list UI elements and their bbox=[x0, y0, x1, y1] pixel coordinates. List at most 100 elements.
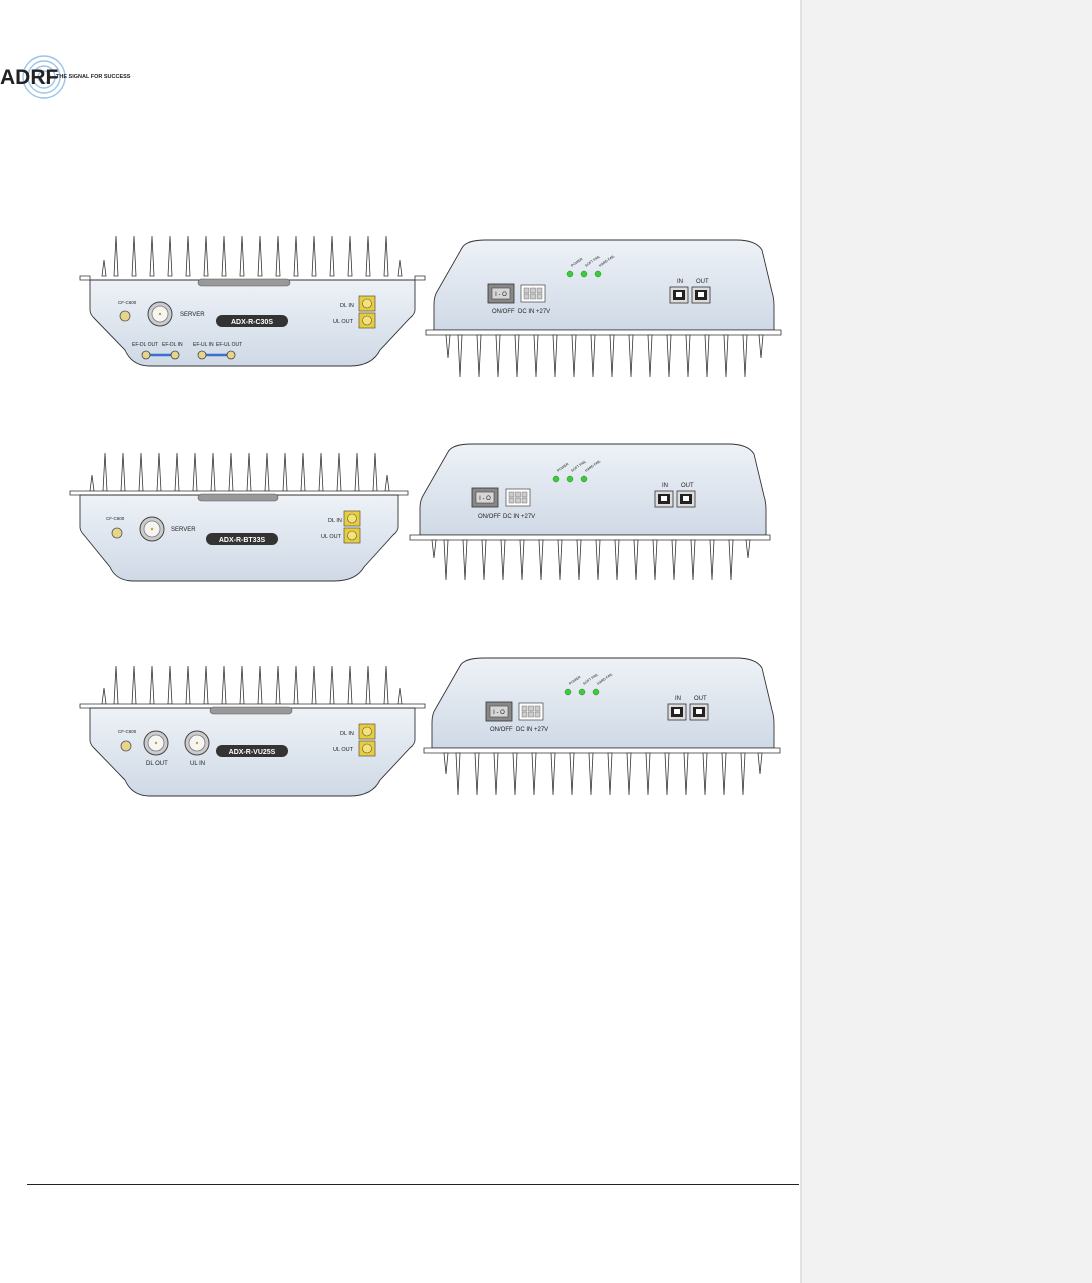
model-label: ADX-R-C30S bbox=[231, 319, 273, 326]
mount-flange bbox=[425, 329, 782, 336]
cf-label: CF-C600 bbox=[106, 516, 125, 521]
comment-pane bbox=[800, 0, 1092, 1283]
rj45-in-port-icon bbox=[654, 490, 674, 508]
rj45-out-label: OUT bbox=[694, 696, 707, 702]
heatsink-fins bbox=[101, 235, 403, 277]
rj45-out-label: OUT bbox=[696, 279, 709, 285]
ul-out-label: UL OUT bbox=[333, 319, 354, 325]
jumper-label-3: EF-UL IN bbox=[193, 342, 214, 348]
footer-divider bbox=[27, 1184, 799, 1185]
model-badge bbox=[216, 745, 288, 757]
device-1-back-view: I - O ON/OFF DC IN +27V POWER SOFT FAIL … bbox=[425, 239, 782, 378]
device-1-front-view: CF-C600 SERVER ADX-R-C30S DL IN UL OUT E… bbox=[79, 235, 426, 367]
mount-flange bbox=[69, 490, 409, 496]
dc-label: DC IN +27V bbox=[516, 727, 548, 733]
logo-tagline: THE SIGNAL FOR SUCCESS bbox=[56, 74, 131, 80]
ul-out-label: UL OUT bbox=[321, 534, 342, 540]
soft-fail-led-icon bbox=[580, 270, 588, 278]
sma-dl-in-port-icon bbox=[358, 723, 376, 740]
rj45-in-label: IN bbox=[675, 696, 681, 702]
rj45-out-label: OUT bbox=[681, 483, 694, 489]
hard-fail-led-icon bbox=[580, 475, 588, 483]
jumper-label-4: EF-UL OUT bbox=[216, 342, 242, 348]
svg-text:I - O: I - O bbox=[493, 710, 505, 716]
server-label: SERVER bbox=[171, 527, 196, 533]
rj45-in-label: IN bbox=[662, 483, 668, 489]
model-label: ADX-R-VU25S bbox=[229, 749, 276, 756]
rj45-out-port-icon bbox=[691, 286, 711, 304]
device-3-front-view: CF-C600 DL OUT UL IN ADX-R-VU25S DL IN U… bbox=[79, 665, 426, 797]
dl-in-label: DL IN bbox=[328, 518, 342, 524]
device-body bbox=[419, 443, 767, 536]
rj45-in-port-icon bbox=[669, 286, 689, 304]
dc-connector-icon bbox=[520, 284, 546, 303]
dl-jumper-cable-icon bbox=[141, 350, 180, 360]
heatsink-fins bbox=[89, 452, 390, 492]
heatsink-fins bbox=[445, 334, 764, 378]
heatsink-fins bbox=[101, 665, 403, 705]
power-switch-icon: I - O bbox=[485, 701, 513, 722]
test-port-icon bbox=[120, 740, 132, 752]
document-page: ADRF THE SIGNAL FOR SUCCESS CF-C600 SERV… bbox=[0, 55, 799, 1185]
sma-dl-in-port-icon bbox=[343, 510, 361, 527]
handle-bar bbox=[197, 278, 291, 287]
rj45-in-port-icon bbox=[667, 703, 687, 721]
device-2-front-view: CF-C600 SERVER ADX-R-BT33S DL IN UL OUT bbox=[69, 452, 409, 582]
power-led-icon bbox=[566, 270, 574, 278]
power-led-icon bbox=[564, 688, 572, 696]
led-label-power: POWER bbox=[556, 462, 570, 473]
soft-fail-led-icon bbox=[578, 688, 586, 696]
rj45-in-label: IN bbox=[677, 279, 683, 285]
test-port-icon bbox=[111, 527, 123, 539]
sma-ul-out-port-icon bbox=[343, 527, 361, 544]
ul-jumper-cable-icon bbox=[197, 350, 236, 360]
server-label: SERVER bbox=[180, 312, 205, 318]
logo-signal-rings-icon bbox=[22, 55, 66, 99]
dl-in-label: DL IN bbox=[340, 303, 354, 309]
power-switch-icon: I - O bbox=[471, 487, 499, 508]
model-badge bbox=[206, 533, 278, 545]
svg-text:I - O: I - O bbox=[495, 292, 507, 298]
mount-flange bbox=[409, 534, 771, 541]
led-label-power: POWER bbox=[568, 675, 582, 686]
device-3-back-view: I - O ON/OFF DC IN +27V POWER SOFT FAIL … bbox=[423, 657, 781, 796]
dc-connector-icon bbox=[518, 702, 544, 721]
dc-connector-icon bbox=[505, 488, 531, 507]
power-switch-icon: I - O bbox=[487, 283, 515, 304]
handle-bar bbox=[197, 493, 279, 502]
handle-bar bbox=[209, 706, 293, 715]
hard-fail-led-icon bbox=[594, 270, 602, 278]
mount-flange bbox=[423, 747, 781, 754]
dc-label: DC IN +27V bbox=[503, 514, 535, 520]
sma-dl-in-port-icon bbox=[358, 295, 376, 312]
model-label: ADX-R-BT33S bbox=[219, 537, 266, 544]
jumper-label-2: EF-DL IN bbox=[162, 342, 183, 348]
ul-out-label: UL OUT bbox=[333, 747, 354, 753]
device-body bbox=[431, 657, 775, 749]
model-badge bbox=[216, 315, 288, 327]
dl-out-label: DL OUT bbox=[146, 761, 168, 767]
power-led-icon bbox=[552, 475, 560, 483]
dl-in-label: DL IN bbox=[340, 731, 354, 737]
svg-text:I - O: I - O bbox=[479, 496, 491, 502]
heatsink-fins bbox=[431, 539, 751, 581]
switch-label: ON/OFF bbox=[490, 727, 513, 733]
jumper-label-1: EF-DL OUT bbox=[132, 342, 158, 348]
switch-label: ON/OFF bbox=[478, 514, 501, 520]
sma-ul-out-port-icon bbox=[358, 740, 376, 757]
led-label-power: POWER bbox=[570, 257, 584, 268]
dc-label: DC IN +27V bbox=[518, 309, 550, 315]
heatsink-fins bbox=[443, 752, 763, 796]
cf-label: CF-C600 bbox=[118, 729, 137, 734]
ul-in-label: UL IN bbox=[190, 761, 205, 767]
logo-brand: ADRF bbox=[0, 66, 58, 89]
rj45-out-port-icon bbox=[689, 703, 709, 721]
mount-flange bbox=[79, 703, 426, 709]
switch-label: ON/OFF bbox=[492, 309, 515, 315]
test-port-icon bbox=[119, 310, 131, 322]
device-body bbox=[433, 239, 775, 331]
hard-fail-led-icon bbox=[592, 688, 600, 696]
adrf-logo: ADRF THE SIGNAL FOR SUCCESS bbox=[0, 55, 131, 99]
soft-fail-led-icon bbox=[566, 475, 574, 483]
comment-pane-border bbox=[800, 0, 802, 1283]
